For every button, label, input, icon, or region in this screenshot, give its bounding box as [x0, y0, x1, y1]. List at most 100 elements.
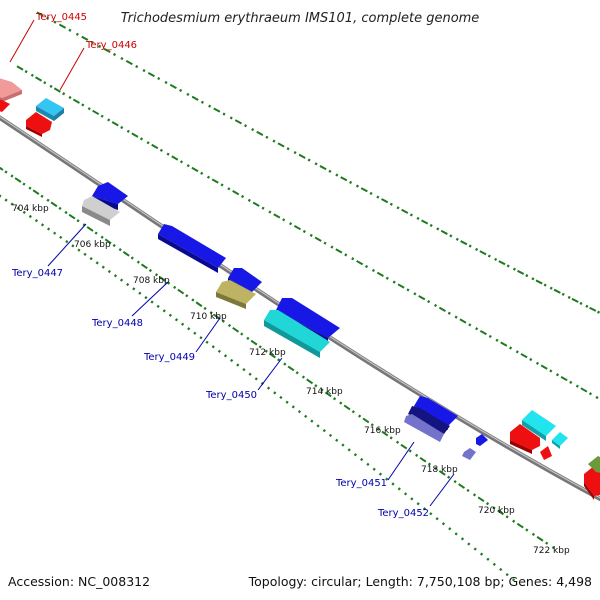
label-tery-0445[interactable]: Tery_0445: [35, 12, 87, 23]
label-tery-0446[interactable]: Tery_0446: [85, 40, 137, 51]
track-dot: [10, 202, 14, 206]
track-dot: [297, 410, 302, 414]
track-tick: [458, 483, 466, 489]
track-tick: [479, 329, 487, 336]
track-dot: [531, 532, 536, 537]
track-dot: [87, 107, 91, 111]
track-dot: [549, 286, 553, 290]
ruler-tick-label: 706 kbp: [74, 240, 111, 250]
label-tery-0451[interactable]: Tery_0451: [335, 478, 387, 489]
feature-right-green[interactable]: [588, 456, 600, 474]
track-dot: [81, 103, 85, 107]
track-tick: [356, 260, 364, 266]
track-tick: [50, 201, 58, 208]
track-dot: [83, 252, 87, 256]
track-dot: [112, 243, 116, 248]
track-tick: [159, 276, 166, 282]
track-dot: [494, 257, 498, 261]
label-tery-0447[interactable]: Tery_0447: [11, 268, 63, 279]
track-tick: [211, 178, 219, 184]
inner-track-2: [0, 194, 516, 582]
track-dot: [75, 32, 79, 36]
label-tery-0448[interactable]: Tery_0448: [91, 318, 143, 329]
leader-tery-0445: [9, 19, 35, 63]
gene-red-arrow-left[interactable]: [0, 98, 10, 112]
track-dot: [148, 268, 153, 273]
track-dot: [242, 368, 246, 372]
track-dot: [221, 319, 225, 323]
track-dot: [89, 256, 93, 261]
feature-tery-0451[interactable]: [404, 396, 458, 442]
track-dot: [146, 141, 150, 145]
track-tick: [535, 279, 543, 285]
track-dot: [515, 350, 519, 354]
track-tick: [122, 250, 130, 257]
track-dot: [49, 84, 53, 88]
feature-right-cyan[interactable]: [522, 410, 568, 449]
feature-tery-0449[interactable]: [216, 268, 262, 309]
track-tick: [479, 250, 487, 256]
track-dot: [371, 268, 376, 273]
track-dot: [351, 257, 355, 261]
track-tick: [111, 121, 119, 127]
gene-tery-0452-blue: [476, 434, 488, 446]
gene-tery-0452-lavender: [462, 448, 476, 460]
feature-tery-0445[interactable]: [0, 76, 22, 102]
track-dot: [4, 170, 8, 174]
track-dot: [179, 88, 183, 93]
track-tick: [362, 417, 370, 424]
track-dot: [107, 118, 111, 122]
feature-tery-0448[interactable]: [158, 224, 226, 273]
gene-tery-0449-olive: [216, 280, 256, 304]
ruler-tick-label: 714 kbp: [306, 387, 343, 397]
track-dot: [90, 40, 94, 44]
track-dot: [505, 573, 509, 577]
label-tery-0449[interactable]: Tery_0449: [143, 352, 195, 363]
track-dot: [101, 265, 105, 269]
track-dot: [525, 274, 529, 278]
feature-right-red[interactable]: [510, 424, 600, 500]
gene-tery-0451-blue: [414, 396, 458, 426]
track-dot: [265, 135, 269, 139]
gene-tery-0447-blue: [92, 182, 128, 204]
track-dot: [416, 216, 420, 221]
label-tery-0452[interactable]: Tery_0452: [377, 508, 429, 519]
track-tick: [520, 353, 528, 359]
map-title: Trichodesmium erythraeum IMS101, complet…: [121, 11, 480, 26]
gene-tery-0448-blue: [158, 224, 226, 268]
track-tick: [516, 522, 524, 529]
track-dot: [113, 274, 118, 278]
track-dot: [200, 171, 204, 175]
label-tery-0450[interactable]: Tery_0450: [205, 390, 257, 401]
track-dot: [10, 174, 14, 178]
track-dot: [475, 247, 479, 252]
feature-tery-0452[interactable]: [462, 434, 488, 460]
track-dot: [28, 186, 32, 190]
feature-tery-0447[interactable]: [82, 182, 128, 226]
leader-tery-0451: [387, 441, 415, 481]
feature-tery-0450[interactable]: [264, 298, 340, 358]
track-tick: [360, 187, 368, 193]
track-tick: [418, 295, 426, 301]
track-dot: [314, 162, 318, 166]
track-tick: [234, 119, 242, 125]
track-dot: [185, 294, 189, 298]
track-dot: [223, 354, 228, 358]
track-dot: [309, 233, 313, 237]
track-dot: [150, 300, 154, 304]
track-tick: [72, 98, 80, 104]
track-tick: [16, 65, 24, 71]
track-tick: [440, 229, 448, 235]
leader-tery-0450: [257, 357, 283, 391]
gene-red-arrow-0446b[interactable]: [26, 112, 52, 137]
track-dot: [22, 210, 26, 215]
ruler-tick-label: 716 kbp: [364, 426, 401, 436]
track-dot: [76, 219, 80, 223]
feature-tery-0446[interactable]: [36, 98, 64, 121]
ruler-tick-label: 710 kbp: [190, 312, 227, 322]
track-dot: [427, 300, 431, 304]
track-dot: [135, 64, 139, 69]
track-dot: [157, 76, 161, 81]
track-dot: [126, 129, 130, 133]
